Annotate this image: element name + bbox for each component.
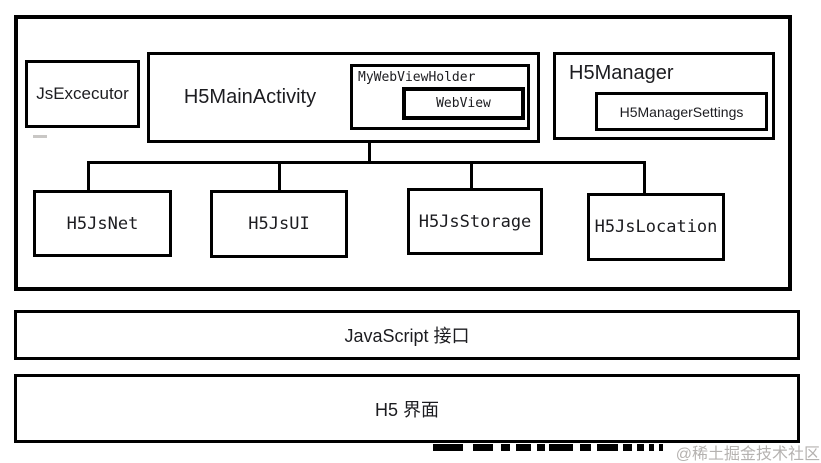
community-watermark: @稀土掘金技术社区 <box>675 446 820 463</box>
node-h5manager: H5Manager H5ManagerSettings <box>553 52 775 140</box>
node-h5managersettings-label: H5ManagerSettings <box>619 103 744 120</box>
node-webview-label: WebView <box>436 96 491 111</box>
node-h5jsui: H5JsUI <box>210 190 348 258</box>
node-jsexcecutor: JsExcecutor <box>25 60 140 128</box>
node-h5manager-label: H5Manager <box>569 62 674 84</box>
node-webview: WebView <box>402 87 525 120</box>
node-h5jsnet-label: H5JsNet <box>66 213 139 234</box>
connector-mainactivity-drop <box>368 140 371 164</box>
node-h5jsstorage-label: H5JsStorage <box>418 211 532 232</box>
node-mywebviewholder: MyWebViewHolder WebView <box>350 64 530 130</box>
node-h5jslocation: H5JsLocation <box>587 193 725 261</box>
node-mywebviewholder-label: MyWebViewHolder <box>358 70 476 85</box>
node-h5managersettings: H5ManagerSettings <box>595 92 768 131</box>
layer-h5-ui: H5 界面 <box>14 374 800 443</box>
connector-drop-h5jsstorage <box>470 161 473 189</box>
node-jsexcecutor-label: JsExcecutor <box>36 84 129 103</box>
node-h5jsui-label: H5JsUI <box>248 214 310 234</box>
node-h5mainactivity: H5MainActivity MyWebViewHolder WebView <box>147 52 540 143</box>
connector-horizontal-bus <box>87 161 646 164</box>
connector-drop-h5jsnet <box>87 161 90 191</box>
connector-drop-h5jslocation <box>643 161 646 194</box>
layer-javascript-interface-label: JavaScript 接口 <box>344 326 470 346</box>
smudge-artifact <box>33 135 47 138</box>
node-h5jsstorage: H5JsStorage <box>407 188 543 255</box>
layer-javascript-interface: JavaScript 接口 <box>14 310 800 360</box>
layer-h5-ui-label: H5 界面 <box>374 399 439 420</box>
connector-drop-h5jsui <box>278 161 281 191</box>
node-h5jslocation-label: H5JsLocation <box>594 217 718 237</box>
node-h5jsnet: H5JsNet <box>33 190 172 257</box>
node-h5mainactivity-label: H5MainActivity <box>183 86 317 108</box>
